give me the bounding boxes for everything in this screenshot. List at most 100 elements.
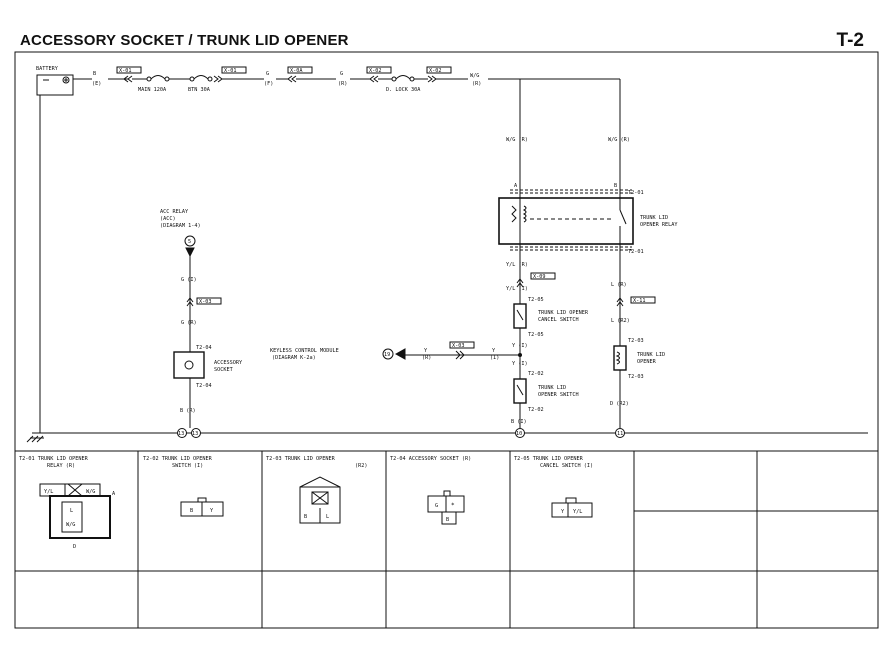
connector-title: T2-02 TRUNK LID OPENER: [143, 456, 213, 462]
connector-title: RELAY (R): [47, 463, 75, 469]
wire-label: L (R): [611, 282, 627, 288]
wire-label: (F): [264, 81, 273, 87]
connector-label: T2-02: [528, 371, 544, 377]
ground-node-11: [615, 428, 625, 438]
fuse-label: BTN 30A: [188, 87, 211, 93]
component-label: SOCKET: [214, 367, 233, 373]
ground-node-10: [515, 428, 525, 438]
acc-relay-node: [184, 235, 196, 247]
page-title: ACCESSORY SOCKET / TRUNK LID OPENER: [20, 32, 349, 49]
connector-label: T2-01: [628, 249, 644, 255]
socket-icon: [173, 351, 205, 379]
wire-label: (R): [338, 81, 347, 87]
wire-label: G: [340, 71, 343, 77]
node-label: 13: [178, 431, 184, 437]
connector-label: X-03: [452, 343, 465, 349]
wire-label: (I): [490, 355, 499, 361]
connector-label: X-01: [224, 68, 237, 74]
pin-label: *: [451, 502, 455, 509]
connector-label: X-02: [429, 68, 442, 74]
connector-title: SWITCH (I): [172, 463, 203, 469]
wire-label: Y (I): [512, 343, 528, 349]
wire-label: (E): [92, 81, 101, 87]
wire-label: D (R2): [610, 401, 629, 407]
fuse-label: MAIN 120A: [138, 87, 167, 93]
connector-title: T2-04 ACCESSORY SOCKET (R): [390, 456, 471, 462]
connector-x0a-icon: [287, 75, 297, 83]
relay-coil-icon: [522, 205, 527, 223]
connector-label: X-03: [199, 299, 212, 305]
pin-label: Y/L: [573, 509, 582, 515]
pin-label: D: [73, 544, 76, 550]
pin-label: Y: [210, 508, 214, 514]
pin-label: B: [446, 517, 449, 523]
pin-label: L: [70, 508, 73, 514]
pin-label: A: [112, 491, 116, 497]
wire-label: (R): [422, 355, 431, 361]
pin-label: G: [435, 503, 438, 509]
diagram-frame: [14, 51, 879, 629]
component-label: TRUNK LID: [538, 385, 566, 391]
wire-label: Y/L (I): [506, 286, 528, 292]
wire-label: Y: [424, 348, 428, 354]
connector-label: T2-03: [628, 338, 644, 344]
component-label: OPENER SWITCH: [538, 392, 579, 398]
connector-label: T2-04: [196, 383, 212, 389]
fuse-main-icon: [146, 76, 152, 82]
connector-label: X-01: [119, 68, 132, 74]
battery-label: BATTERY: [36, 66, 59, 72]
relay-switch-icon: [619, 209, 627, 225]
node-label: 10: [516, 431, 522, 437]
component-label: KEYLESS CONTROL MODULE: [270, 348, 339, 354]
wire-label: G (R): [181, 320, 197, 326]
page-number: T-2: [836, 30, 864, 51]
opener-switch-icon: [513, 378, 527, 404]
relay-resistor-icon: [511, 205, 517, 223]
pin-label: A: [514, 183, 518, 189]
pin-label: Y/L: [44, 489, 53, 495]
connector-label: X-11: [633, 298, 646, 304]
wire-label: W/G (R): [506, 137, 528, 143]
wire-label: L (R2): [611, 318, 630, 324]
pin-label: B: [614, 183, 617, 189]
connector-title: (R2): [355, 463, 368, 469]
component-label: TRUNK LID OPENER: [538, 310, 589, 316]
component-label: TRUNK LID: [640, 215, 668, 221]
wire-label: Y (I): [512, 361, 528, 367]
pin-label: B: [304, 514, 307, 520]
node-label: 5: [188, 239, 191, 245]
wire-label: B (R): [180, 408, 196, 414]
pin-label: Y: [561, 509, 565, 515]
component-label: (DIAGRAM 1-4): [160, 223, 201, 229]
wire-label: W/G (R): [608, 137, 630, 143]
wire-label: G: [266, 71, 269, 77]
wire-label: Y/L (R): [506, 262, 528, 268]
pin-label: W/G: [86, 489, 95, 495]
connector-label: T2-02: [528, 407, 544, 413]
node-label: 19: [384, 352, 390, 358]
connector-title: T2-01 TRUNK LID OPENER: [19, 456, 89, 462]
connector-label: T2-05: [528, 297, 544, 303]
connector-label: T2-01: [628, 190, 644, 196]
connector-label: X-09: [533, 274, 546, 280]
component-label: CANCEL SWITCH: [538, 317, 579, 323]
component-label: ACCESSORY: [214, 360, 243, 366]
connector-label: T2-03: [628, 374, 644, 380]
fuse-btn-icon: [189, 76, 195, 82]
pin-label: L: [326, 514, 329, 520]
connector-x01-icon: [123, 75, 133, 83]
cancel-connector-icon: [551, 502, 593, 518]
connector-title: CANCEL SWITCH (I): [540, 463, 593, 469]
ground-node-13: [191, 428, 201, 438]
wire-label: Y: [492, 348, 496, 354]
connector-title: T2-05 TRUNK LID OPENER: [514, 456, 584, 462]
component-label: OPENER: [637, 359, 657, 365]
component-label: OPENER RELAY: [640, 222, 678, 228]
connector-label: X-02: [369, 68, 382, 74]
cancel-switch-icon: [513, 303, 527, 329]
component-label: (DIAGRAM K-2a): [272, 355, 316, 361]
connector-title: T2-03 TRUNK LID OPENER: [266, 456, 336, 462]
component-label: ACC RELAY: [160, 209, 189, 215]
battery-icon: [36, 74, 74, 96]
